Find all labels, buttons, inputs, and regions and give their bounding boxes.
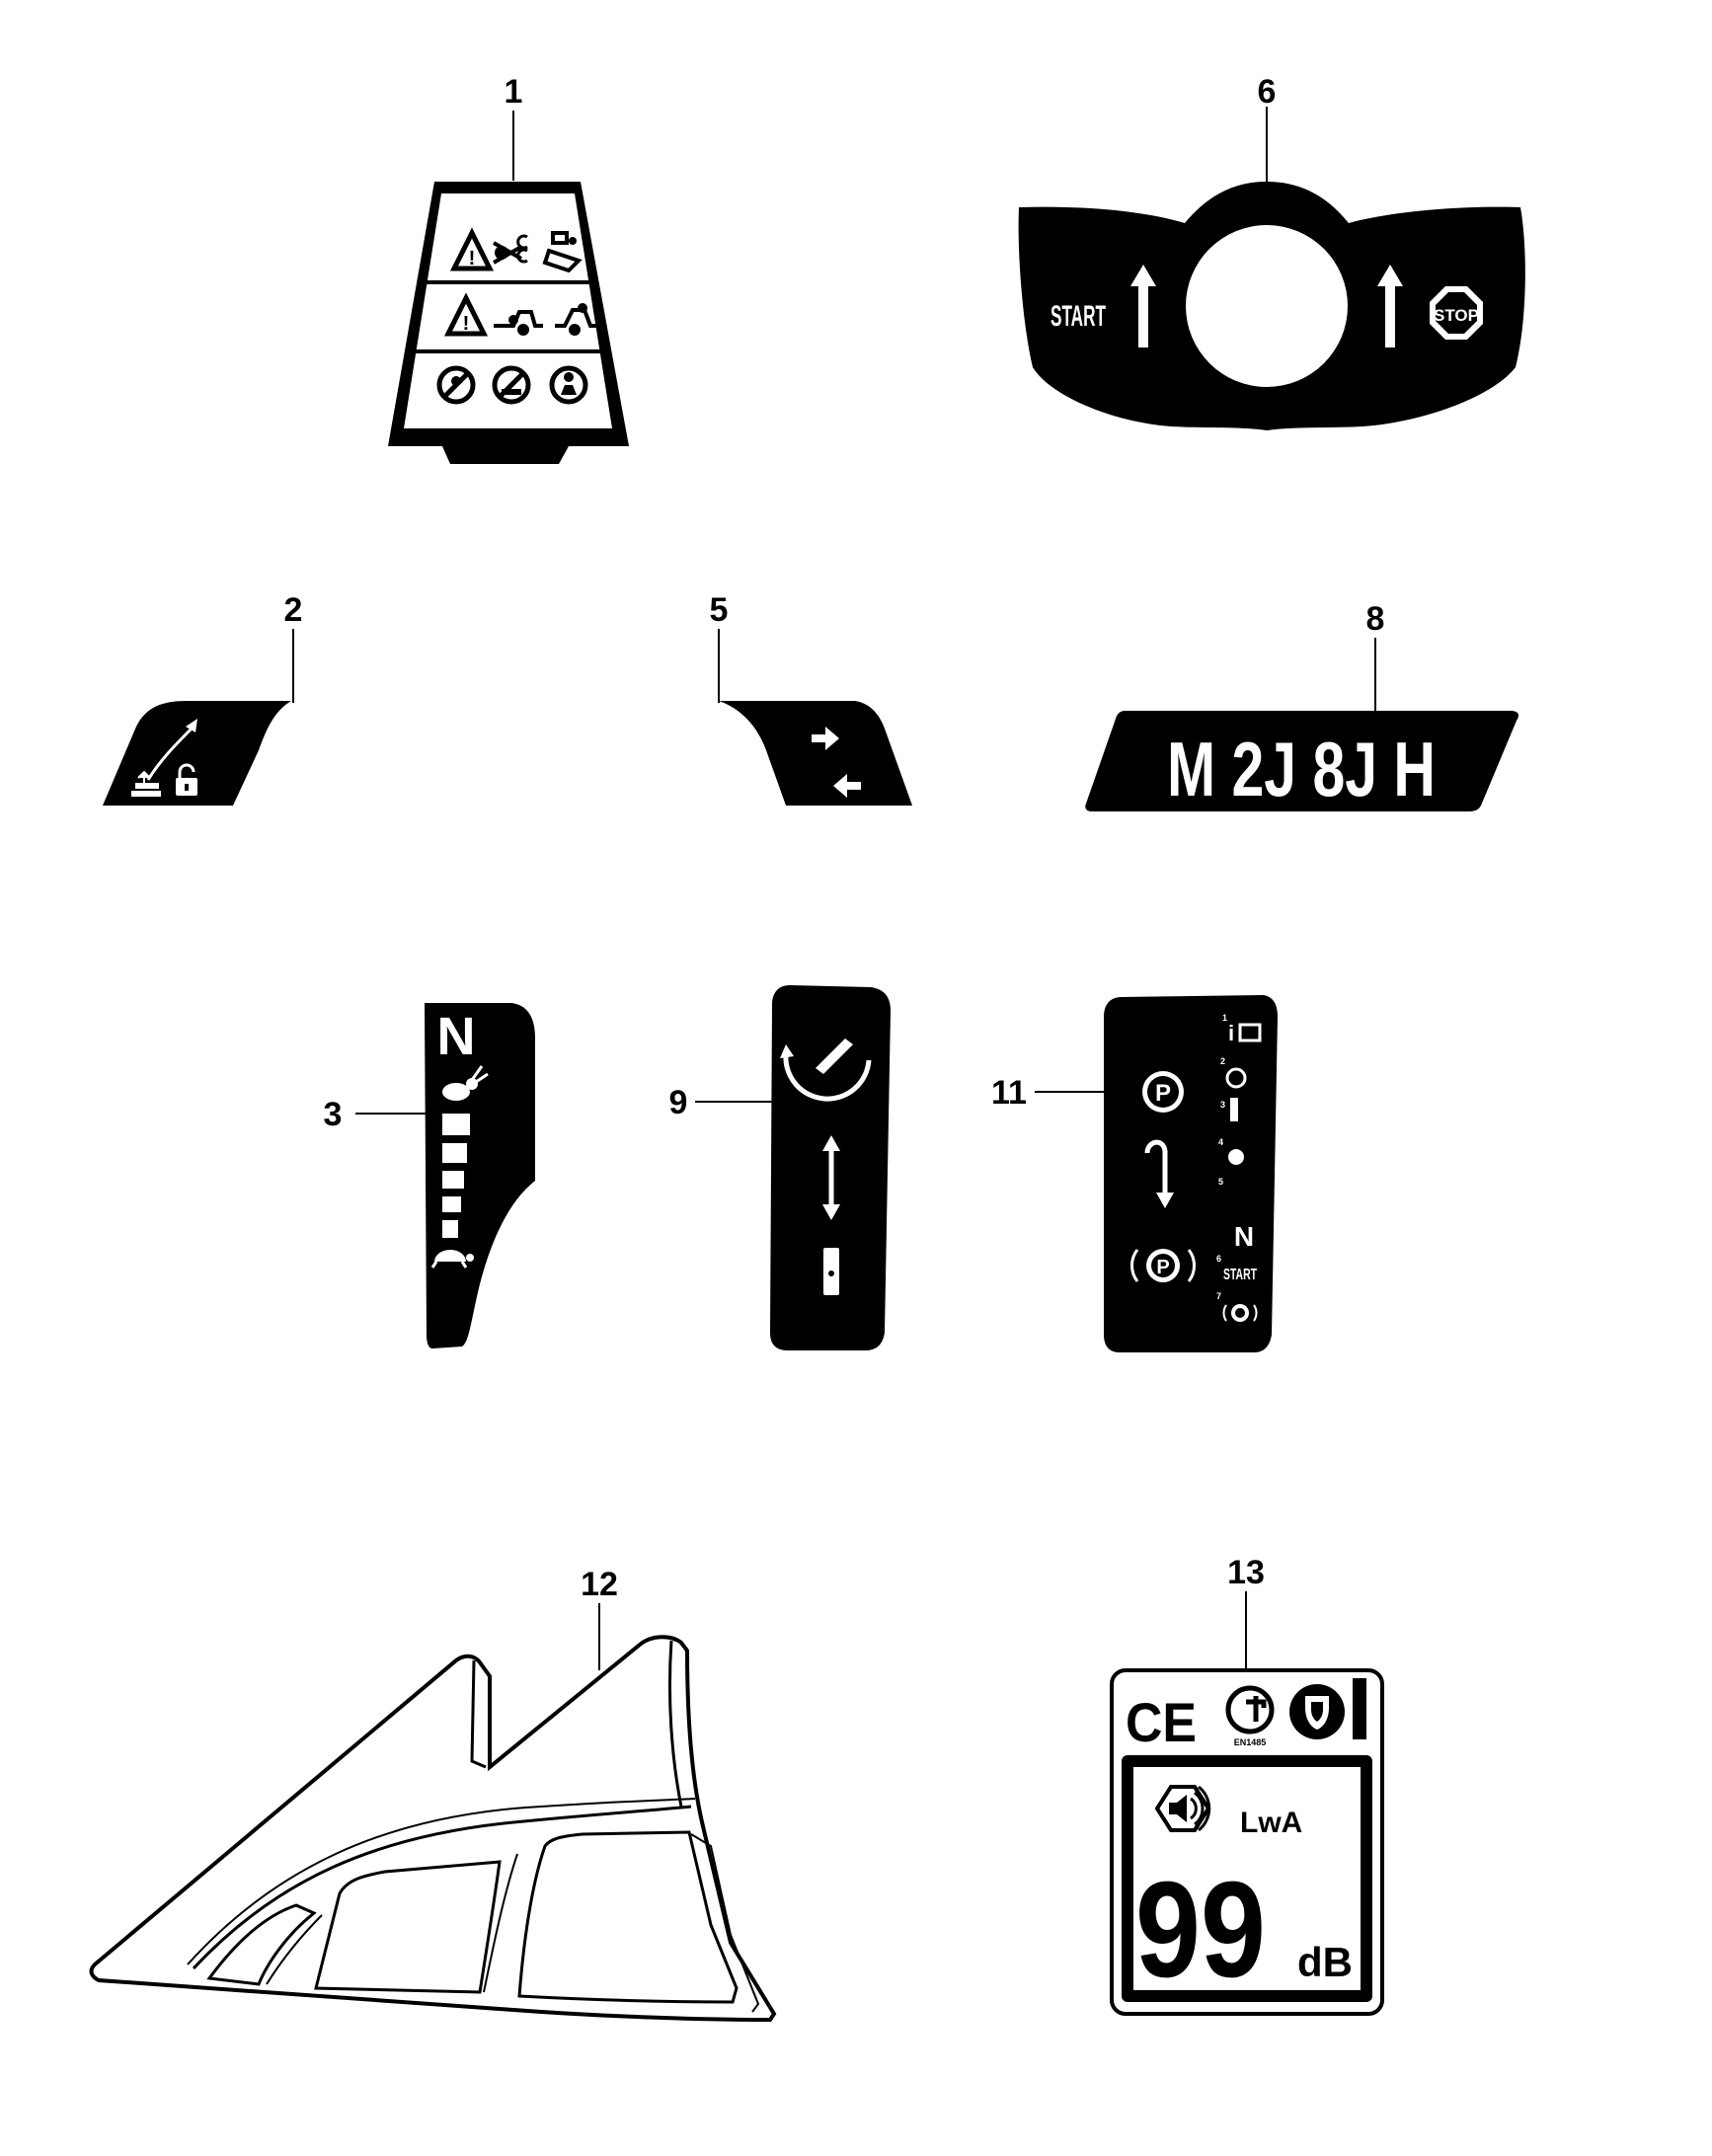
lwa-label: LwA xyxy=(1240,1807,1302,1839)
svg-text:1: 1 xyxy=(1222,1013,1227,1023)
warning-triangle-icon: ! xyxy=(443,292,489,337)
decal-6-ignition: 6 START STOP xyxy=(1018,73,1525,430)
brake-icon xyxy=(1228,1149,1244,1165)
callout-3: 3 xyxy=(324,1096,343,1133)
svg-text:2: 2 xyxy=(1220,1056,1225,1066)
tortoise-icon xyxy=(430,1250,474,1269)
noise-level-value: 99 xyxy=(1135,1854,1266,2006)
callout-12: 12 xyxy=(581,1566,618,1603)
decal-3-speed: 3 N xyxy=(324,1003,535,1348)
svg-text:5: 5 xyxy=(1218,1177,1223,1187)
parking-brake-release-icon xyxy=(1222,1304,1258,1322)
stop-label: STOP xyxy=(1434,306,1479,325)
hook-arrow-down-icon xyxy=(1144,1139,1174,1208)
park-label: P xyxy=(1155,1080,1171,1107)
ce-mark: CE xyxy=(1126,1691,1197,1753)
lever-slot-icon xyxy=(823,1248,839,1295)
slope-mower-icon xyxy=(494,310,543,336)
lock-icon xyxy=(176,763,197,796)
thrown-objects-icon xyxy=(493,234,528,265)
callout-1: 1 xyxy=(505,73,523,111)
callout-8: 8 xyxy=(1366,600,1385,638)
decal-12-side-stripe: 12 xyxy=(89,1566,777,2023)
no-children-icon xyxy=(492,365,531,405)
ear-protection-icon xyxy=(1289,1684,1345,1739)
sound-power-icon xyxy=(1154,1785,1211,1832)
svg-text:6: 6 xyxy=(1216,1254,1221,1264)
lift-lever-icon xyxy=(131,770,161,797)
decal-2-lock-lever: 2 xyxy=(103,591,302,806)
hare-icon xyxy=(442,1065,489,1101)
fuel-icon xyxy=(1225,1067,1247,1089)
warning-triangle-icon: ! xyxy=(449,227,495,271)
arrow-up-icon xyxy=(1377,265,1403,347)
callout-13: 13 xyxy=(1227,1554,1265,1591)
start-label: START xyxy=(1051,300,1106,333)
callout-2: 2 xyxy=(284,591,303,629)
gs-certification-icon xyxy=(1225,1685,1275,1734)
parking-brake-icon: P xyxy=(1142,1071,1184,1113)
operator-seated-icon xyxy=(549,365,588,405)
svg-text:!: ! xyxy=(463,313,470,335)
arrow-right-icon xyxy=(812,727,839,750)
arrow-up-icon xyxy=(1130,265,1156,347)
neutral-label: N xyxy=(1234,1221,1254,1252)
svg-text:3: 3 xyxy=(1220,1100,1225,1110)
info-icon: i xyxy=(1228,1021,1234,1045)
svg-text:!: ! xyxy=(469,248,476,270)
neutral-label: N xyxy=(437,1007,476,1066)
no-passengers-icon xyxy=(436,365,476,405)
speed-scale-bars xyxy=(442,1114,470,1238)
callout-9: 9 xyxy=(669,1084,688,1121)
decal-13-noise-level: 13 CE EN1485 LwA 99 dB xyxy=(1110,1554,1384,2016)
start-label: START xyxy=(1223,1267,1257,1283)
callout-6: 6 xyxy=(1258,73,1277,111)
svg-text:4: 4 xyxy=(1218,1137,1223,1147)
slope-mower-icon xyxy=(555,303,596,336)
parking-brake-release-icon: P xyxy=(1130,1249,1196,1282)
decal-8-height: 8 M 2J 8J H xyxy=(1085,600,1518,812)
stop-sign-icon: STOP xyxy=(1430,286,1483,340)
manual-book-icon xyxy=(1238,1023,1262,1042)
arrow-left-icon xyxy=(833,774,861,798)
read-manual-icon xyxy=(542,231,583,273)
decal-11-start-procedure: 11 P P 1 i 2 3 4 5 N 6 START 7 xyxy=(991,995,1278,1352)
height-positions-label: M 2J 8J H xyxy=(1167,726,1436,812)
decal-1-safety-warnings: 1 ! ! xyxy=(388,73,629,464)
svg-text:7: 7 xyxy=(1216,1291,1221,1301)
svg-text:P: P xyxy=(1156,1257,1169,1278)
noise-unit: dB xyxy=(1297,1939,1353,1985)
standard-label: EN1485 xyxy=(1234,1737,1267,1747)
key-switch-hole xyxy=(1186,225,1348,387)
callout-11: 11 xyxy=(991,1074,1027,1112)
blade-rotation-icon xyxy=(780,1039,872,1102)
lever-icon xyxy=(1230,1098,1238,1121)
up-down-arrow-icon xyxy=(822,1135,840,1220)
decal-5-direction: 5 xyxy=(710,591,912,806)
decal-9-blade-engage: 9 xyxy=(669,985,891,1350)
callout-5: 5 xyxy=(710,591,729,629)
